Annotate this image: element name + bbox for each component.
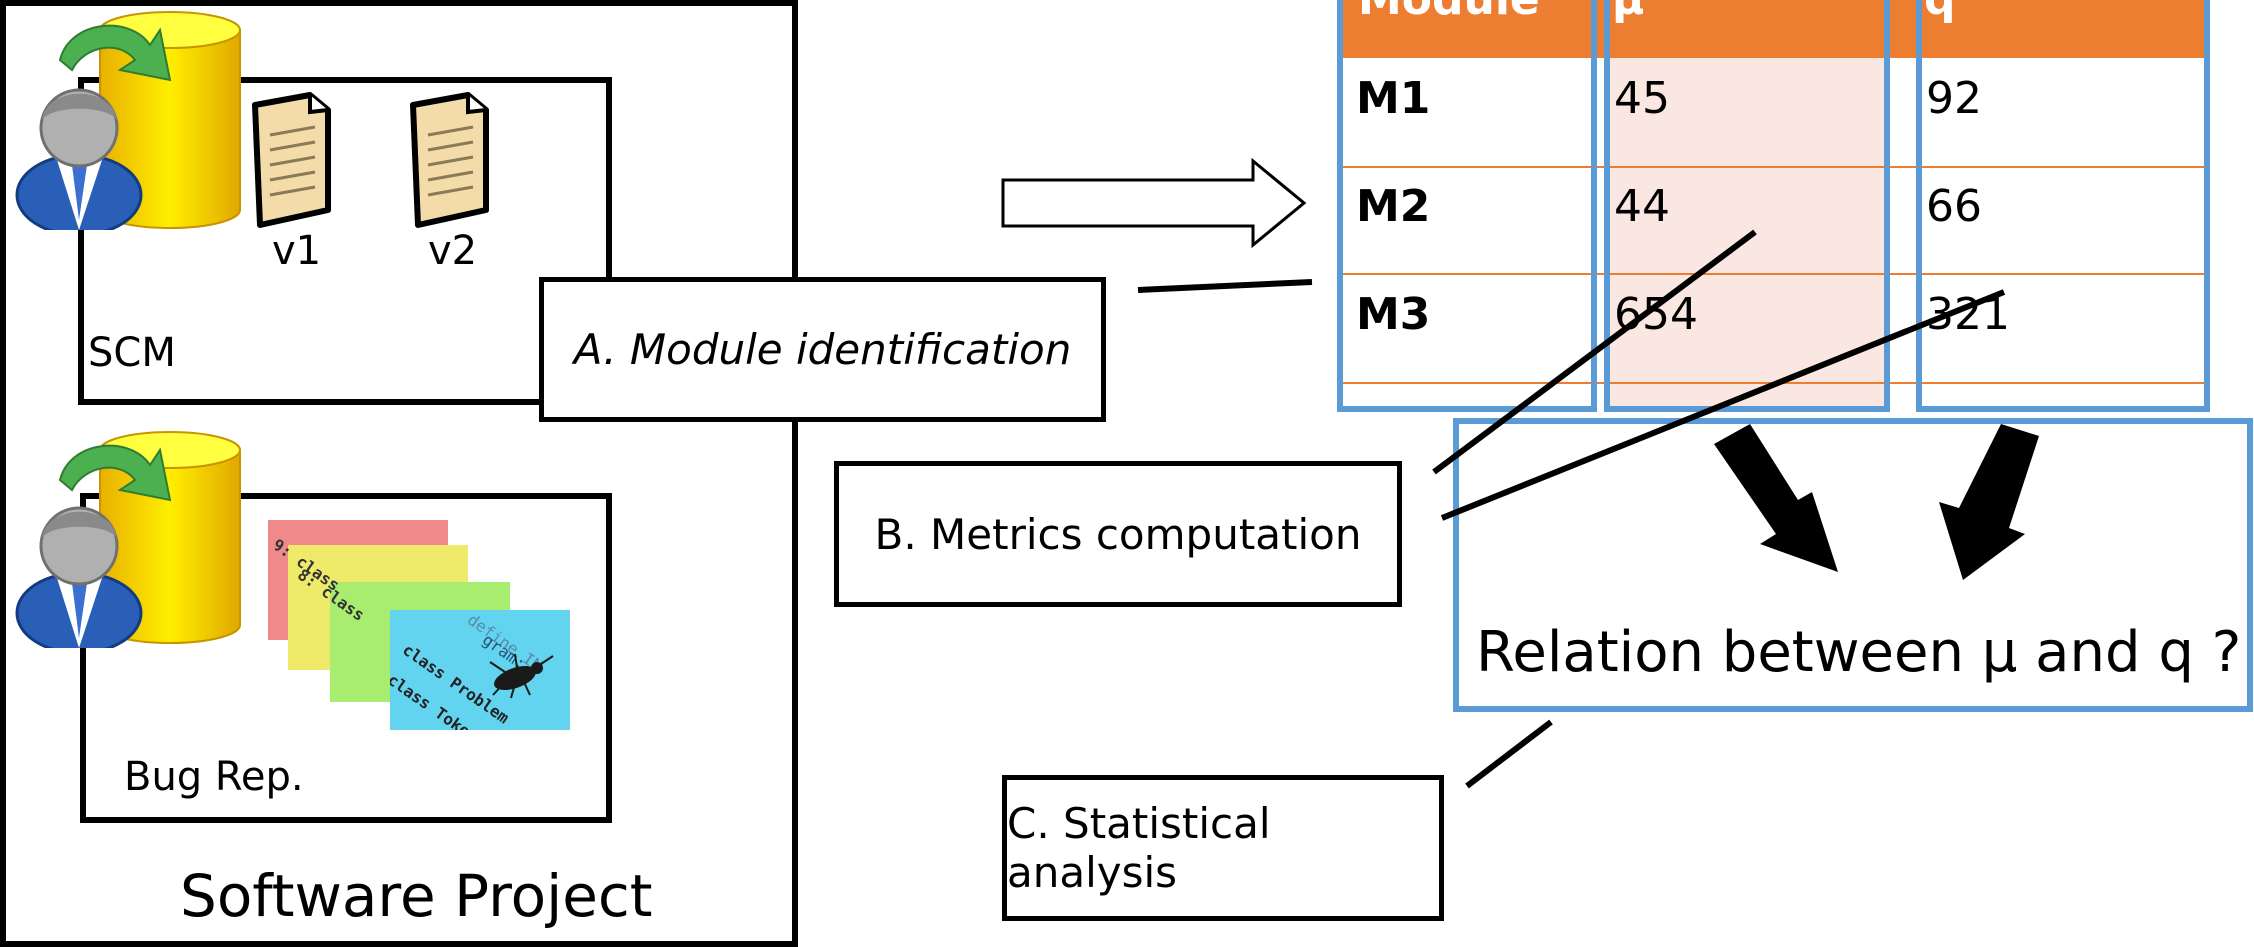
table-cell-mu: 45 [1614,73,1670,124]
row-divider [1337,273,2210,275]
document-icon [410,92,489,228]
relation-text: Relation between μ and q ? [1476,620,2242,685]
step-metrics-computation: B. Metrics computation [834,461,1402,607]
module-column-frame [1337,0,1597,412]
bug-repo-label: Bug Rep. [124,754,304,800]
step-c-label: C. Statistical analysis [1007,799,1271,897]
step-a-label: A. Module identification [573,325,1072,374]
table-cell-mu: 654 [1614,289,1698,340]
step-b-label: B. Metrics computation [874,509,1362,559]
arrow-icon [1001,158,1307,248]
version-label-v1: v1 [272,228,322,274]
arrow-icon [1939,424,2039,580]
table-cell-mu: 44 [1614,181,1670,232]
table-header-mu: μ [1612,0,1644,25]
document-icon [252,92,331,228]
mu-column-frame [1604,0,1890,412]
arrow-icon [1714,424,1838,572]
step-module-identification: A. Module identification [539,277,1106,422]
table-cell-q: 92 [1926,73,1982,124]
scm-label: SCM [88,330,176,376]
project-title: Software Project [180,862,653,930]
table-cell-module: M2 [1356,181,1431,232]
table-cell-module: M3 [1356,289,1431,340]
table-header-module: Module [1358,0,1540,25]
mu-column-bg [1606,55,1888,410]
version-label-v2: v2 [428,228,478,274]
q-column-frame [1916,0,2210,412]
table-header-q: q [1924,0,1956,25]
step-statistical-analysis: C. Statistical analysis [1002,775,1444,921]
bug-icon [489,653,554,699]
user-icon [15,88,143,230]
user-icon [15,506,143,648]
row-divider [1337,166,2210,168]
table-cell-module: M1 [1356,73,1431,124]
relation-box [1453,418,2253,712]
table-cell-q: 66 [1926,181,1982,232]
table-header-row [1337,0,2210,58]
